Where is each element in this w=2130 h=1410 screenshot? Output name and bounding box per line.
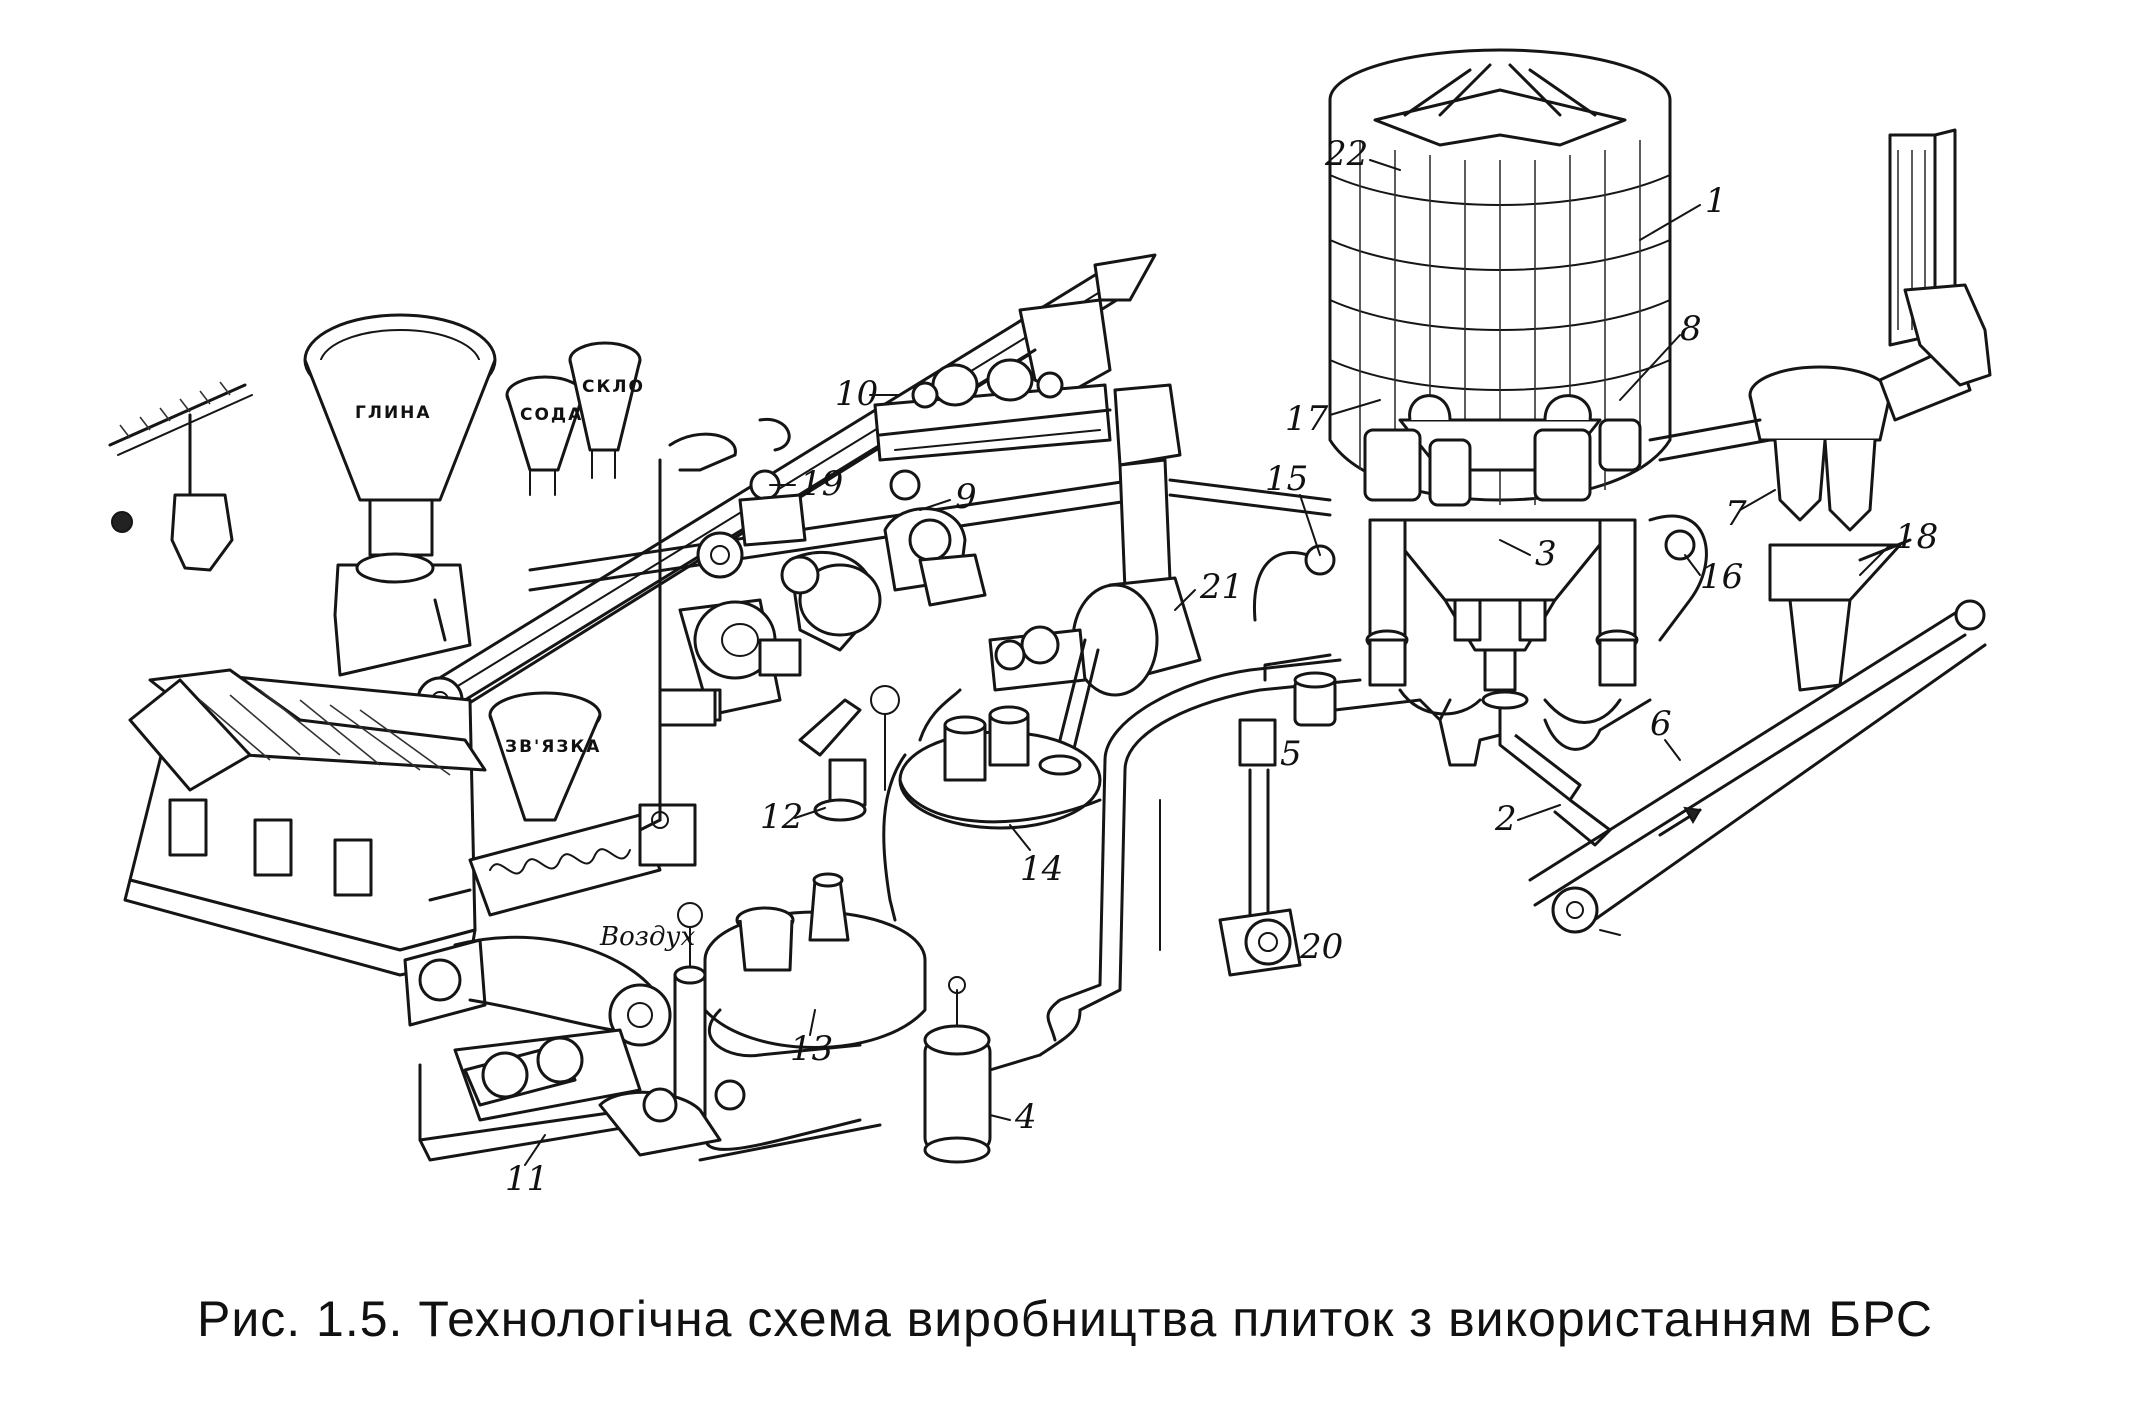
callout-22: 22 (1324, 134, 1368, 174)
callout-11: 11 (505, 1159, 548, 1199)
callout-20: 20 (1299, 927, 1343, 967)
air-compressor: Воздух (598, 902, 746, 1157)
callout-8: 8 (1680, 309, 1702, 349)
callout-15: 15 (1265, 459, 1308, 499)
drive-motor-group (403, 935, 882, 1162)
output-conveyor-6 (1528, 599, 1987, 936)
callout-13: 13 (790, 1029, 833, 1069)
pump-5 (1238, 671, 1452, 767)
screw-extruder (428, 803, 697, 917)
glass-hopper-label: СКЛО (582, 377, 645, 397)
callout-9: 9 (955, 477, 977, 517)
tank-12 (798, 685, 900, 822)
callout-21: 21 (1199, 567, 1243, 607)
glass-hopper: СКЛО (568, 341, 645, 479)
filter-unit-10 (873, 358, 1112, 462)
callout-1: 1 (1705, 181, 1727, 221)
callout-16: 16 (1700, 557, 1743, 597)
spray-dryer-tower (1328, 48, 1672, 507)
soda-hopper-label: СОДА (520, 405, 583, 425)
tower-cone-and-legs (1252, 514, 1708, 802)
callout-5: 5 (1280, 734, 1302, 774)
storage-building (123, 668, 487, 977)
overhead-hoist (108, 381, 253, 572)
soda-hopper: СОДА (505, 375, 585, 496)
callout-2: 2 (1494, 799, 1517, 839)
cyclone-group-7 (1648, 128, 1992, 532)
callout-7: 7 (1725, 494, 1747, 534)
callout-4: 4 (1014, 1097, 1037, 1137)
air-label: Воздух (599, 922, 696, 952)
callout-18: 18 (1895, 517, 1938, 557)
callout-3: 3 (1535, 534, 1557, 574)
callout-labels: 1 2 3 4 5 6 7 8 9 10 11 12 13 14 15 16 1… (505, 134, 1938, 1199)
figure-caption: Рис. 1.5. Технологічна схема виробництва… (196, 1291, 1934, 1347)
binder-hopper-label: ЗВ'ЯЗКА (505, 737, 601, 757)
callout-19: 19 (800, 464, 843, 504)
callout-14: 14 (1020, 849, 1063, 889)
feed-pipeline (1038, 653, 1362, 1057)
fan-20 (1218, 768, 1302, 977)
support-tower-21 (988, 383, 1332, 767)
tank-14 (882, 688, 1102, 922)
pressure-vessel-4 (923, 976, 1042, 1164)
callout-17: 17 (1285, 399, 1329, 439)
discharge-pipe-2 (1438, 698, 1652, 847)
mixer-tank-13 (703, 872, 927, 1058)
callout-6: 6 (1650, 704, 1672, 744)
chute-18 (1768, 538, 1912, 692)
clay-hopper-label: ГЛИНА (355, 403, 432, 423)
binder-hopper: ЗВ'ЯЗКА (488, 691, 602, 822)
mill-cluster (528, 417, 1137, 832)
clay-hopper: ГЛИНА (303, 313, 497, 677)
process-flow-diagram: ГЛИНА СОДА СКЛО (108, 48, 1992, 1199)
